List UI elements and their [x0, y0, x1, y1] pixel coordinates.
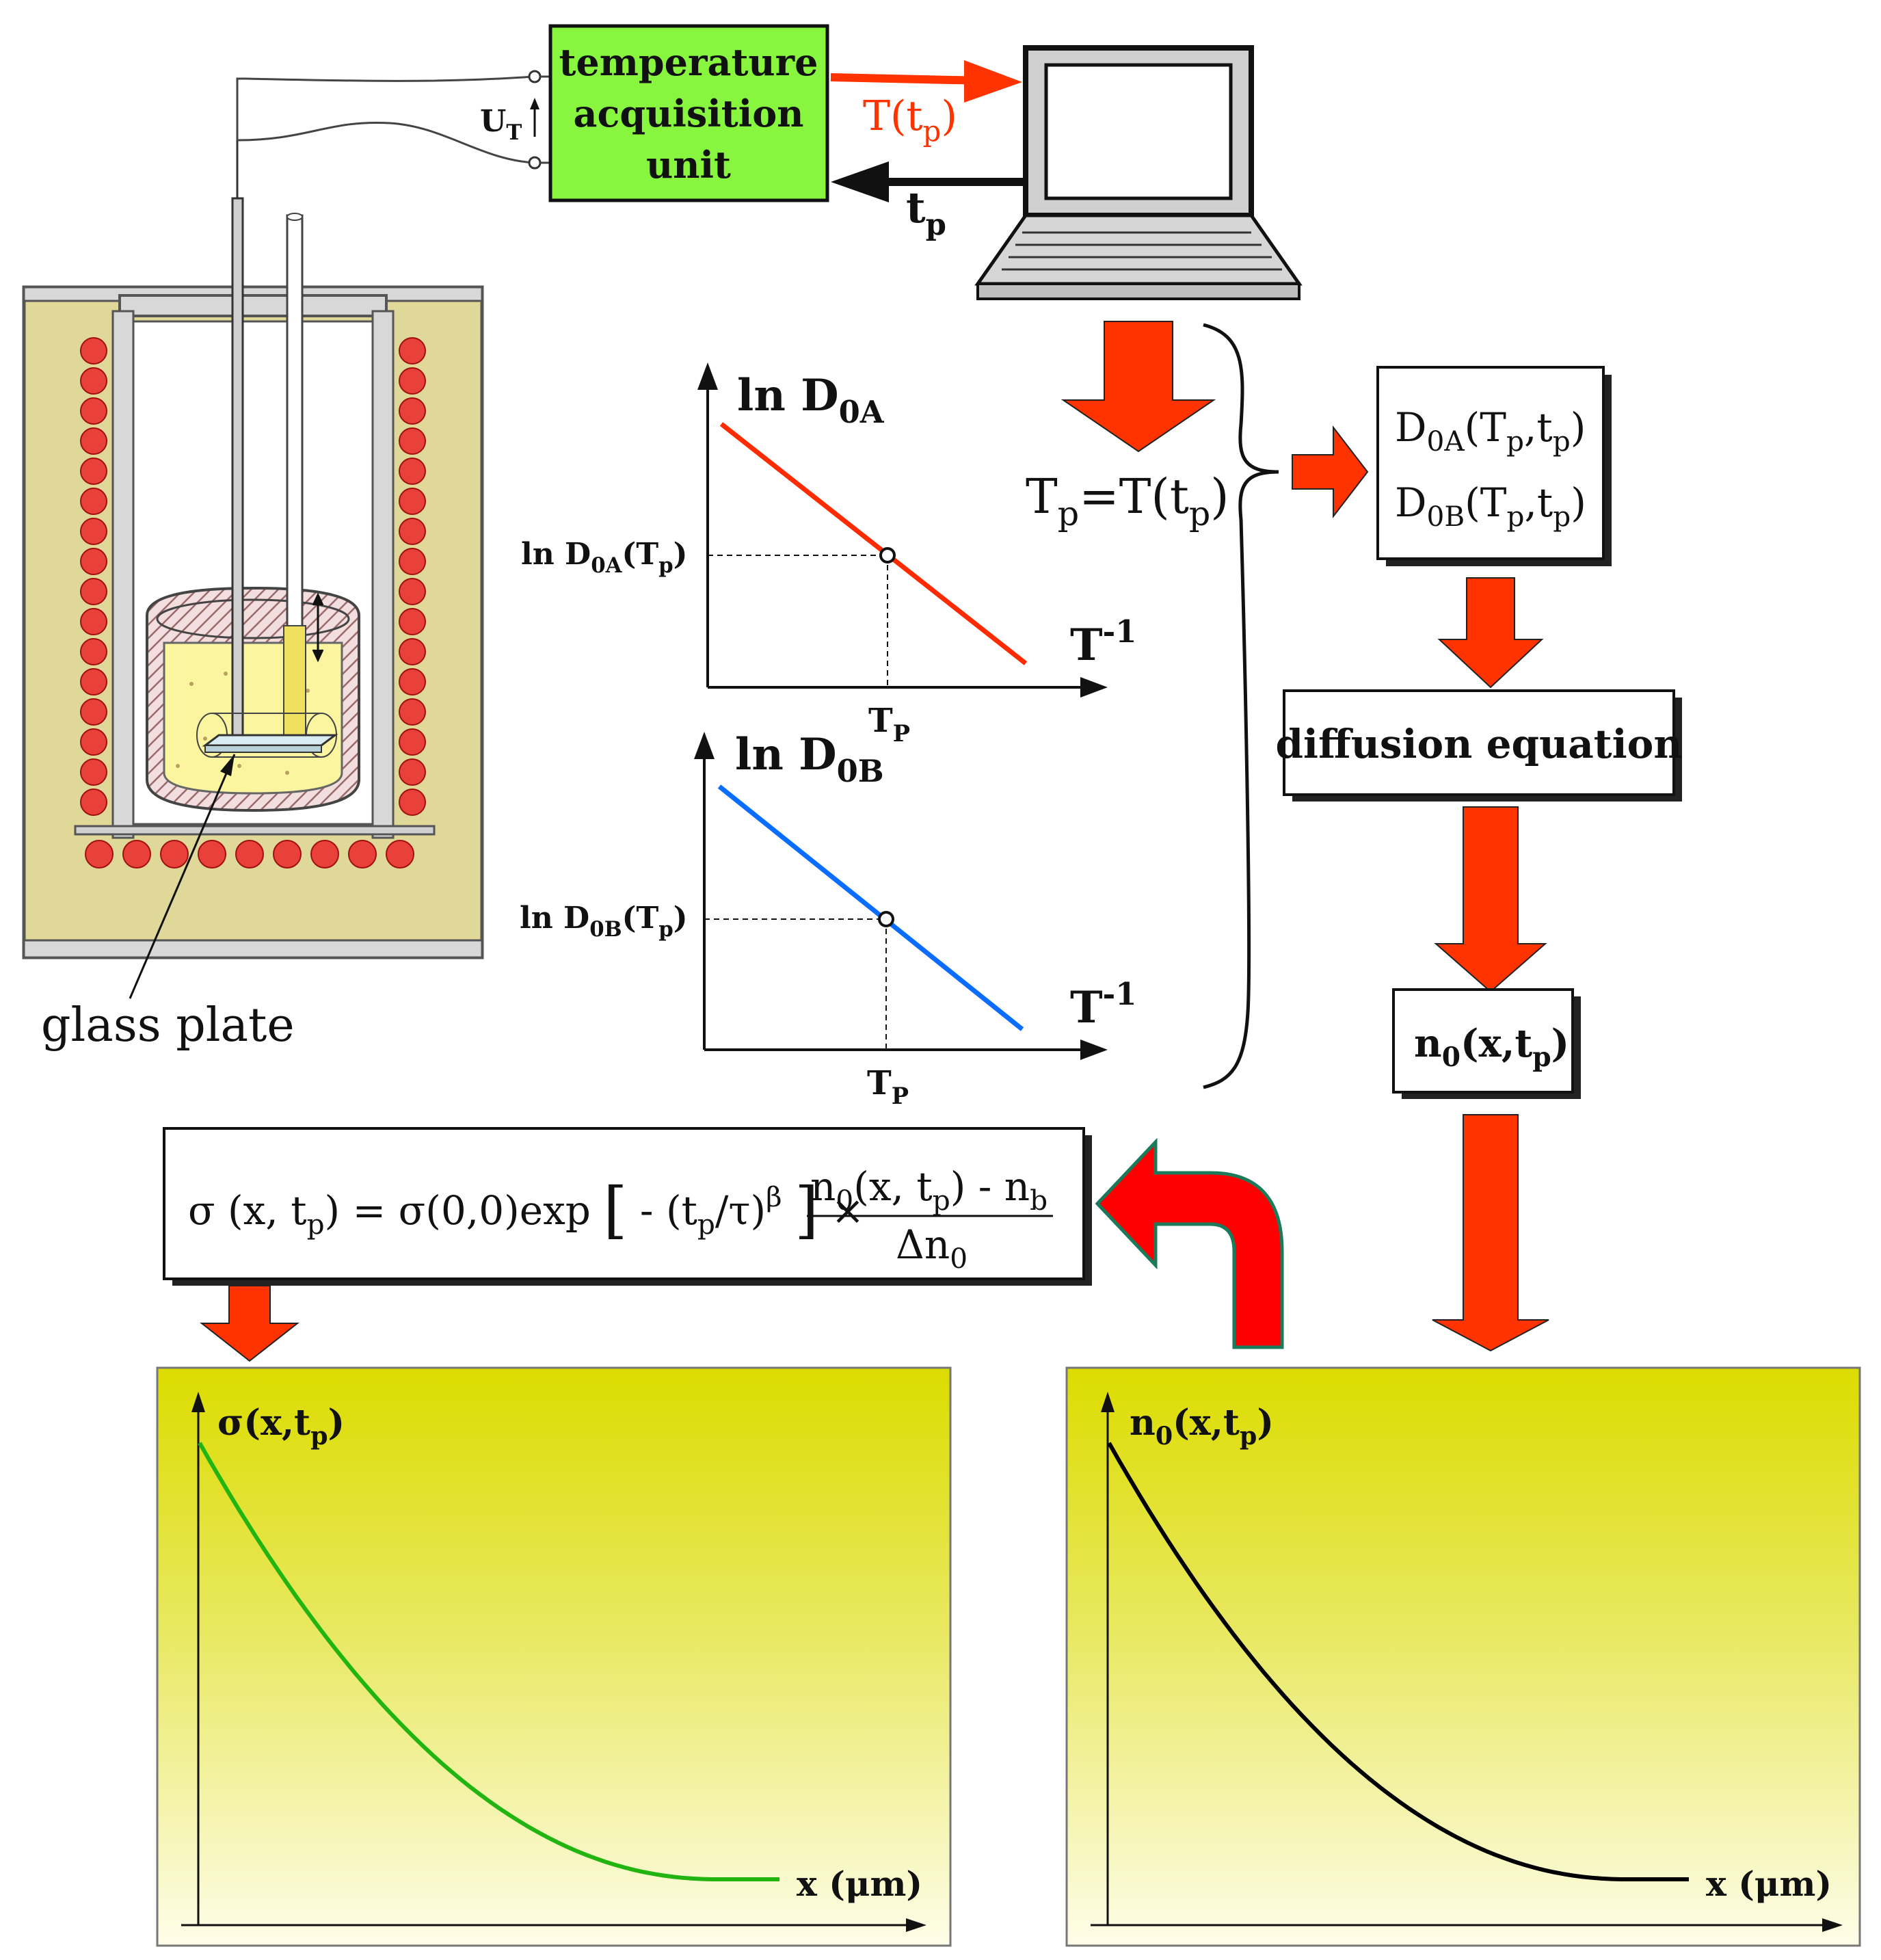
- arrow-down-2: [1437, 577, 1544, 689]
- n0-plot-xlabel: x (μm): [1706, 1864, 1832, 1904]
- glass-plate: [196, 713, 338, 758]
- graph-b: ln D0B T-1 ln D0B(Tp) TP: [520, 729, 1136, 1109]
- formula-numerator: n0(x, tp) - nb: [810, 1163, 1048, 1217]
- arrow-right-1: [1292, 425, 1369, 518]
- ut-voltage-indicator: UT: [480, 70, 542, 170]
- arrow-down-1: [1060, 321, 1216, 453]
- glass-plate-label: glass plate: [41, 998, 295, 1052]
- d-box-line-1: D0A(Tp,tp): [1395, 404, 1586, 458]
- graph-a: ln D0A T-1 ln D0A(Tp) TP: [521, 362, 1136, 747]
- n0-box-label: n0(x,tp): [1414, 1021, 1569, 1073]
- tp-equation: Tp=T(tp): [1026, 468, 1229, 533]
- thermocouple: [231, 82, 244, 740]
- diffusion-equation-box: diffusion equation: [1276, 689, 1683, 802]
- sigma-formula-box: σ (x, tp) = σ(0,0)exp [ - (tp/τ)β ] × n0…: [163, 1127, 1092, 1286]
- heating-coils-bottom: [85, 840, 414, 869]
- furnace: [22, 82, 484, 959]
- graph-b-point: [878, 911, 894, 927]
- n0-plot-ylabel: n0(x,tp): [1130, 1402, 1274, 1451]
- graph-b-ylabel: ln D0B: [735, 729, 884, 789]
- formula-denominator: Δn0: [896, 1221, 968, 1275]
- unit-line-1: temperature: [559, 40, 818, 84]
- unit-line-2: acquisition: [573, 92, 803, 135]
- d-box-line-2: D0B(Tp,tp): [1395, 479, 1586, 533]
- curly-brace: [1203, 323, 1279, 1089]
- n0-curve: [1107, 1442, 1689, 1881]
- graph-b-tick: TP: [867, 1064, 909, 1109]
- curved-arrow: [1095, 1137, 1284, 1349]
- graph-a-line: [719, 422, 1028, 665]
- heating-coils-right: [399, 337, 426, 816]
- graph-a-ylabel: ln D0A: [737, 370, 885, 430]
- thermocouple-wires: [236, 75, 534, 164]
- glass-plate-pointer: [129, 754, 236, 999]
- tp-label: tp: [906, 183, 946, 242]
- sigma-plot-ylabel: σ(x,tp): [217, 1402, 345, 1451]
- formula-text: σ (x, tp) = σ(0,0)exp [ - (tp/τ)β ] ×: [188, 1169, 864, 1246]
- graph-a-tick: TP: [868, 702, 910, 747]
- graph-a-point: [879, 547, 896, 564]
- d-values-box: D0A(Tp,tp) D0B(Tp,tp): [1376, 366, 1612, 566]
- unit-line-3: unit: [646, 143, 731, 187]
- n0-plot-panel: n0(x,tp) x (μm): [1065, 1366, 1861, 1947]
- heating-coils-left: [80, 337, 107, 816]
- sample-holder-rod: [283, 213, 306, 737]
- arrow-down-5: [200, 1285, 299, 1362]
- temperature-acquisition-unit: temperature acquisition unit: [548, 24, 829, 202]
- arrow-down-3: [1434, 806, 1547, 993]
- stir-arrow-icon: [312, 592, 324, 663]
- crucible: [146, 586, 360, 812]
- graph-a-point-label: ln D0A(Tp): [521, 537, 687, 578]
- tp-arrow: tp: [831, 161, 1026, 242]
- sigma-plot-panel: σ(x,tp) x (μm): [156, 1366, 952, 1947]
- graph-b-line: [717, 784, 1024, 1031]
- diffusion-equation-label: diffusion equation: [1276, 721, 1683, 767]
- graph-b-point-label: ln D0B(Tp): [520, 901, 688, 942]
- sigma-curve: [198, 1442, 779, 1881]
- sigma-plot-xlabel: x (μm): [797, 1864, 922, 1904]
- t-of-tp-label: T(tp): [863, 92, 957, 148]
- ut-label: UT: [480, 104, 522, 145]
- n0-box: n0(x,tp): [1392, 988, 1581, 1099]
- t-of-tp-arrow: T(tp): [830, 60, 1022, 148]
- computer-icon: [974, 45, 1303, 300]
- graph-b-xlabel: T-1: [1070, 976, 1136, 1033]
- arrow-down-4: [1432, 1114, 1549, 1352]
- graph-a-xlabel: T-1: [1070, 613, 1136, 671]
